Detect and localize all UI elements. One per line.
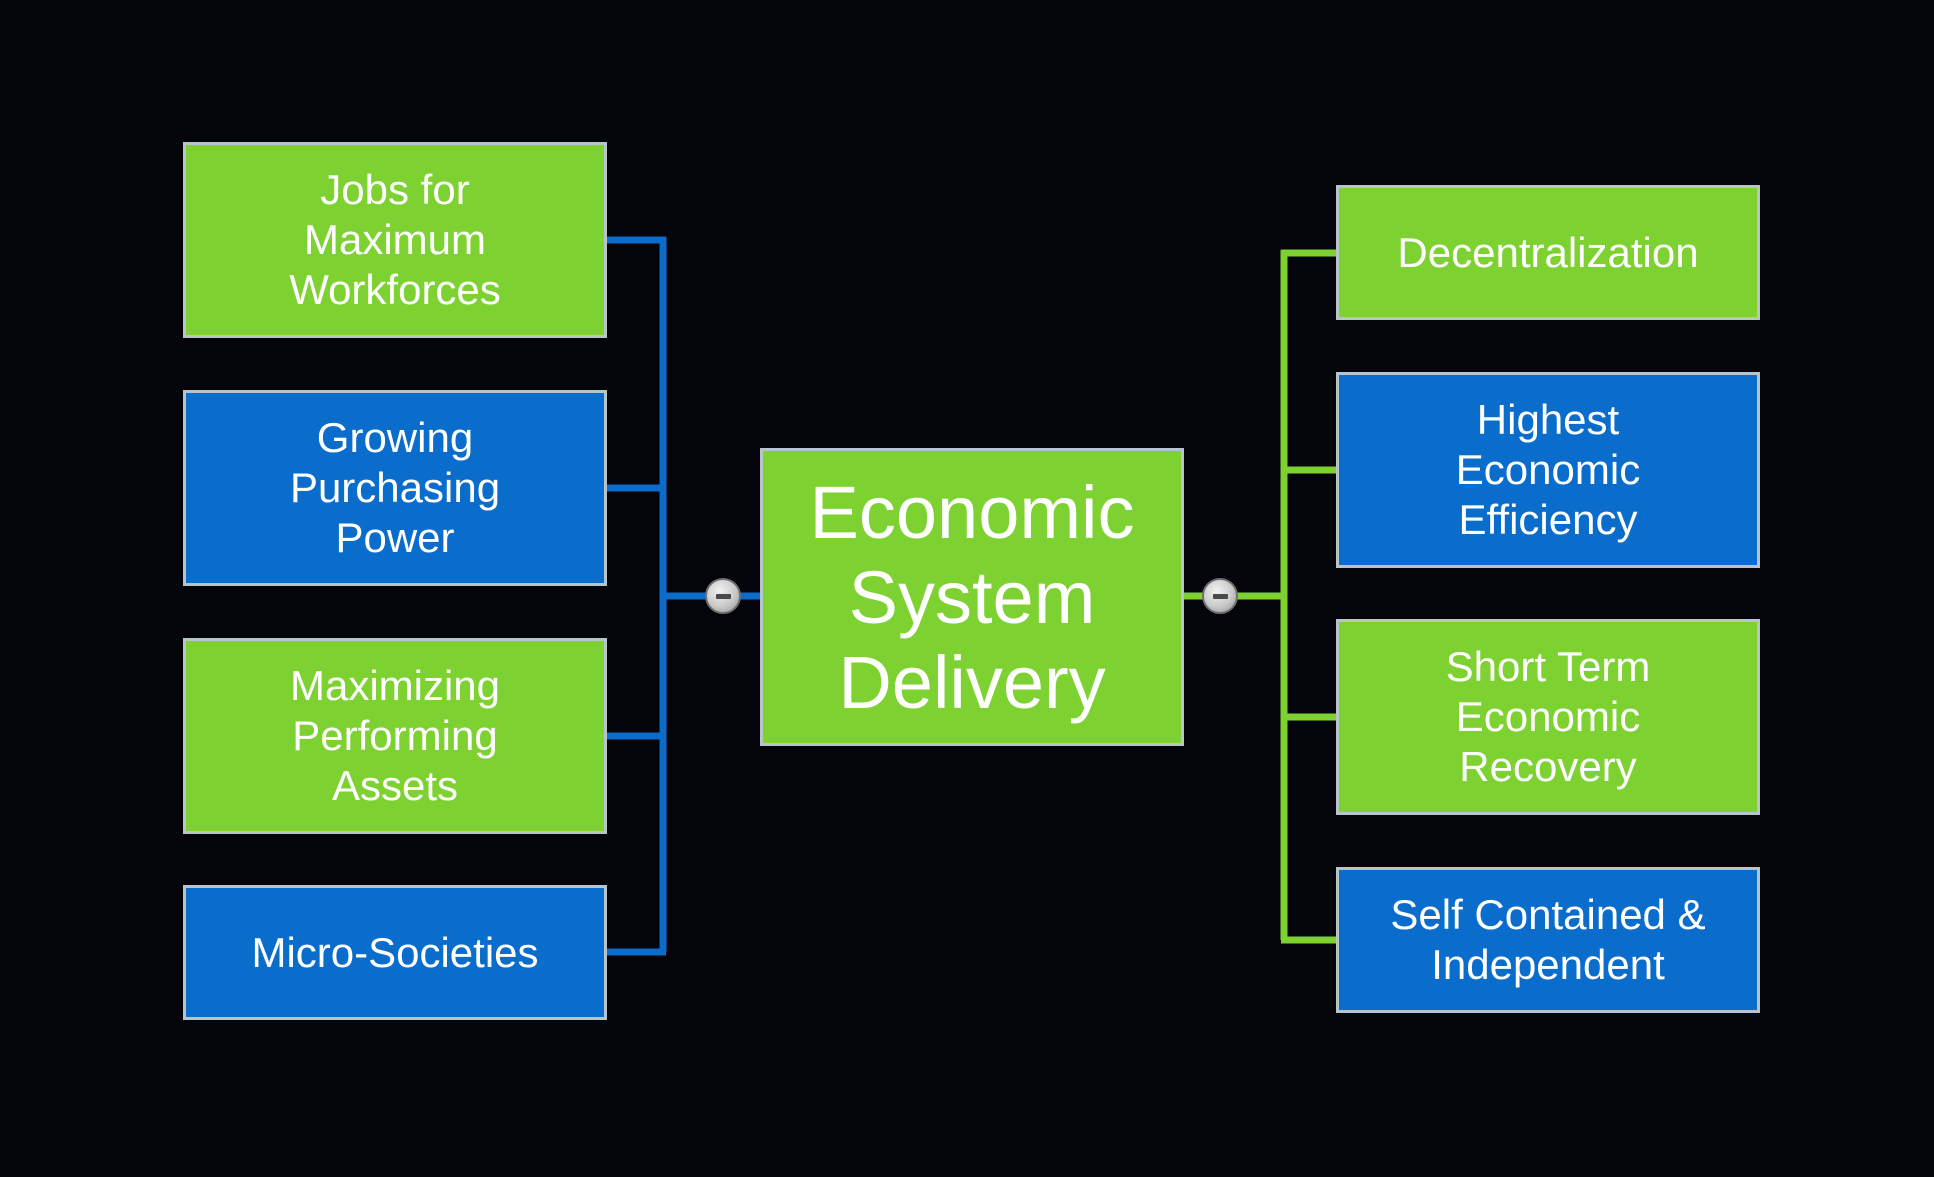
node-label: Self Contained & Independent bbox=[1390, 891, 1706, 988]
node-label: Growing Purchasing Power bbox=[289, 414, 501, 561]
node-self-contained-independent[interactable]: Self Contained & Independent bbox=[1336, 867, 1760, 1013]
node-growing-purchasing-power[interactable]: Growing Purchasing Power bbox=[183, 390, 607, 586]
node-label: Jobs for Maximum Workforces bbox=[289, 166, 501, 313]
node-jobs-for-maximum-workforces[interactable]: Jobs for Maximum Workforces bbox=[183, 142, 607, 338]
minus-icon bbox=[715, 593, 731, 599]
central-topic-economic-system-delivery[interactable]: Economic System Delivery bbox=[760, 448, 1184, 746]
node-label: Decentralization bbox=[1397, 228, 1699, 276]
node-micro-societies[interactable]: Micro-Societies bbox=[183, 885, 607, 1020]
node-decentralization[interactable]: Decentralization bbox=[1336, 185, 1760, 320]
collapse-right-branch-button[interactable] bbox=[1202, 578, 1238, 614]
node-label: Highest Economic Efficiency bbox=[1455, 396, 1641, 543]
collapse-left-branch-button[interactable] bbox=[705, 578, 741, 614]
node-label: Maximizing Performing Assets bbox=[289, 662, 501, 809]
node-highest-economic-efficiency[interactable]: Highest Economic Efficiency bbox=[1336, 372, 1760, 568]
node-maximizing-performing-assets[interactable]: Maximizing Performing Assets bbox=[183, 638, 607, 834]
minus-icon bbox=[1212, 593, 1228, 599]
right-connector-group bbox=[1181, 249, 1338, 944]
central-topic-label: Economic System Delivery bbox=[809, 470, 1135, 724]
node-label: Short Term Economic Recovery bbox=[1445, 643, 1651, 790]
node-short-term-economic-recovery[interactable]: Short Term Economic Recovery bbox=[1336, 619, 1760, 815]
node-label: Micro-Societies bbox=[251, 928, 539, 976]
